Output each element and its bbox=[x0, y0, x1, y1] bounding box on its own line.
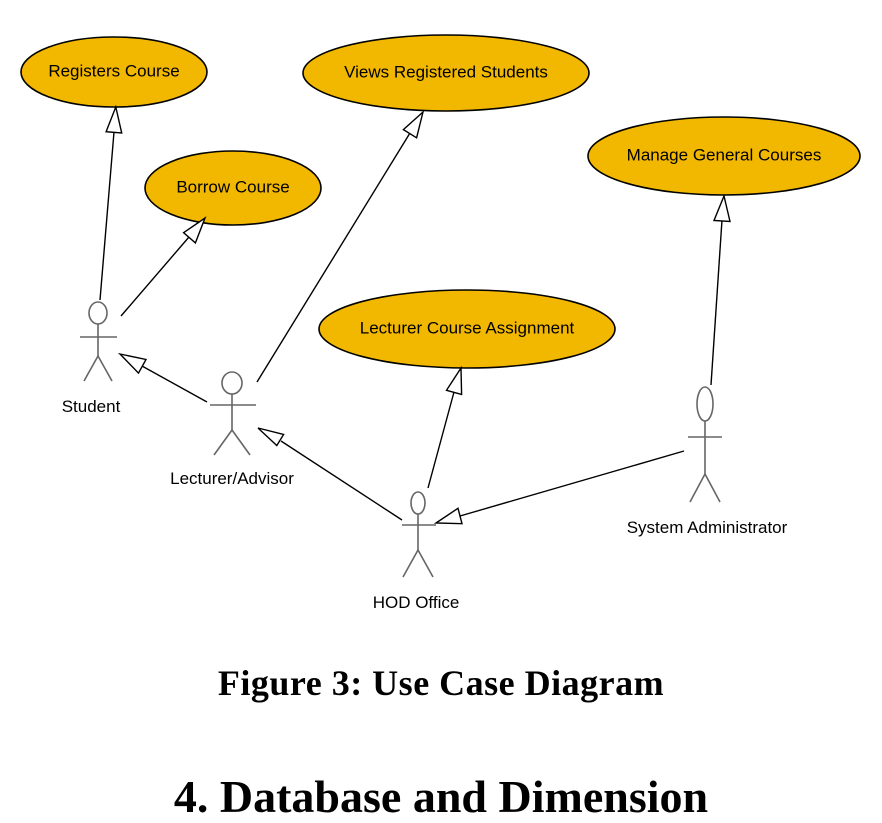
association-line bbox=[280, 440, 403, 521]
association-line bbox=[256, 132, 411, 383]
use-case-manage-general-courses: Manage General Courses bbox=[587, 116, 861, 196]
association-line bbox=[120, 236, 190, 317]
actor-label: HOD Office bbox=[373, 593, 460, 612]
association-line bbox=[710, 219, 723, 386]
actor-label: Lecturer/Advisor bbox=[170, 469, 294, 488]
figure-caption: Figure 3: Use Case Diagram bbox=[217, 663, 665, 703]
association-line bbox=[99, 131, 115, 301]
actor-lecturer-advisor: Lecturer/Advisor bbox=[170, 371, 294, 488]
arrowhead-icon bbox=[433, 507, 463, 525]
actor-label: Student bbox=[62, 397, 121, 416]
arrowhead-icon bbox=[182, 216, 207, 245]
use-case-views-registered-students: Views Registered Students bbox=[302, 34, 590, 112]
arrowhead-icon bbox=[117, 352, 148, 375]
arrowhead-icon bbox=[402, 109, 425, 139]
actor-system-administrator: System Administrator bbox=[627, 386, 788, 537]
actor-hod-office: HOD Office bbox=[373, 491, 460, 612]
association-line bbox=[427, 391, 455, 489]
actor-student: Student bbox=[62, 301, 121, 416]
use-case-label: Registers Course bbox=[48, 61, 179, 80]
arrowhead-icon bbox=[257, 427, 285, 447]
arrowhead-icon bbox=[105, 104, 123, 134]
actor-head-icon bbox=[88, 301, 108, 325]
use-case-label: Borrow Course bbox=[176, 177, 289, 196]
actor-head-icon bbox=[410, 491, 426, 515]
actor-head-icon bbox=[696, 386, 714, 422]
use-case-registers-course: Registers Course bbox=[20, 36, 208, 108]
use-case-label: Views Registered Students bbox=[344, 62, 548, 81]
use-case-borrow-course: Borrow Course bbox=[144, 150, 322, 226]
use-case-label: Lecturer Course Assignment bbox=[360, 318, 575, 337]
association-line bbox=[141, 365, 208, 403]
association-line bbox=[459, 450, 685, 517]
use-case-diagram: Registers Course Views Registered Studen… bbox=[20, 34, 861, 612]
use-case-label: Manage General Courses bbox=[627, 145, 822, 164]
actor-head-icon bbox=[221, 371, 243, 395]
actor-label: System Administrator bbox=[627, 518, 788, 537]
arrowhead-icon bbox=[712, 193, 731, 223]
section-heading: 4. Database and Dimension bbox=[173, 771, 709, 822]
use-case-lecturer-course-assignment: Lecturer Course Assignment bbox=[318, 289, 616, 369]
arrowhead-icon bbox=[445, 365, 463, 396]
